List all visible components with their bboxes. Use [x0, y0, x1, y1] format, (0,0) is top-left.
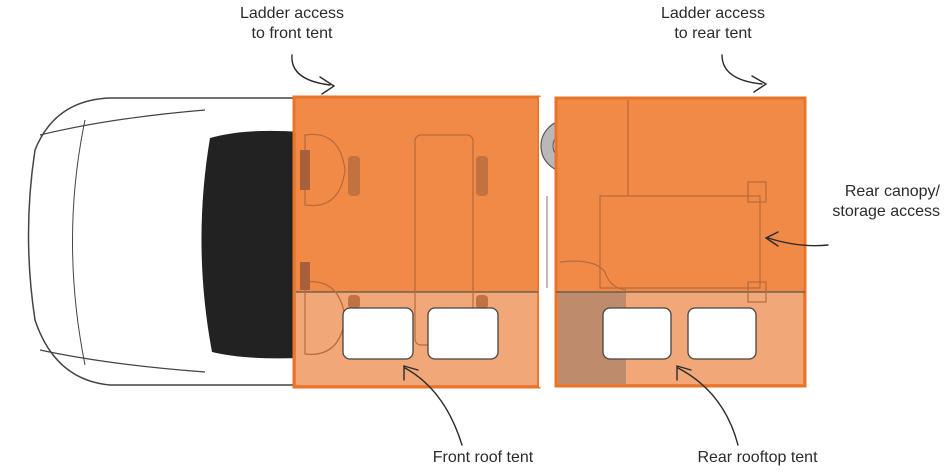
- label-rear-ladder-line1: Ladder access: [660, 5, 766, 22]
- front-tent-window-left: [342, 307, 414, 360]
- label-rear-canopy: Rear canopy/ storage access: [790, 182, 940, 222]
- arrow-rear-canopy: [764, 231, 829, 247]
- label-rear-ladder: Ladder access to rear tent: [643, 4, 783, 44]
- label-front-ladder-line2: to front tent: [251, 25, 333, 42]
- label-rear-canopy-line2: storage access: [832, 203, 940, 220]
- windshield: [201, 130, 300, 359]
- label-rear-tent: Rear rooftop tent: [697, 449, 818, 466]
- arrow-front-ladder: [291, 54, 336, 95]
- arrow-rear-ladder: [721, 54, 768, 93]
- label-rear-canopy-line1: Rear canopy/: [844, 183, 940, 200]
- arrow-front-tent: [403, 365, 463, 446]
- rear-canopy-outline: [559, 100, 767, 303]
- hood-line-top: [39, 109, 206, 136]
- front-seat-top: [300, 133, 360, 207]
- front-tent-window-right: [427, 307, 499, 360]
- label-front-ladder: Ladder access to front tent: [212, 4, 372, 44]
- rear-tent-window-left: [602, 307, 672, 360]
- label-front-tent: Front roof tent: [432, 449, 534, 466]
- hood-center-line: [72, 119, 86, 366]
- front-tent-lower-section: [296, 292, 537, 385]
- label-rear-ladder-line2: to rear tent: [674, 25, 752, 42]
- label-front-ladder-line1: Ladder access: [239, 5, 345, 22]
- hood-line-bottom: [39, 349, 206, 373]
- arrow-rear-tent: [676, 365, 739, 446]
- rear-tent-window-right: [687, 307, 757, 360]
